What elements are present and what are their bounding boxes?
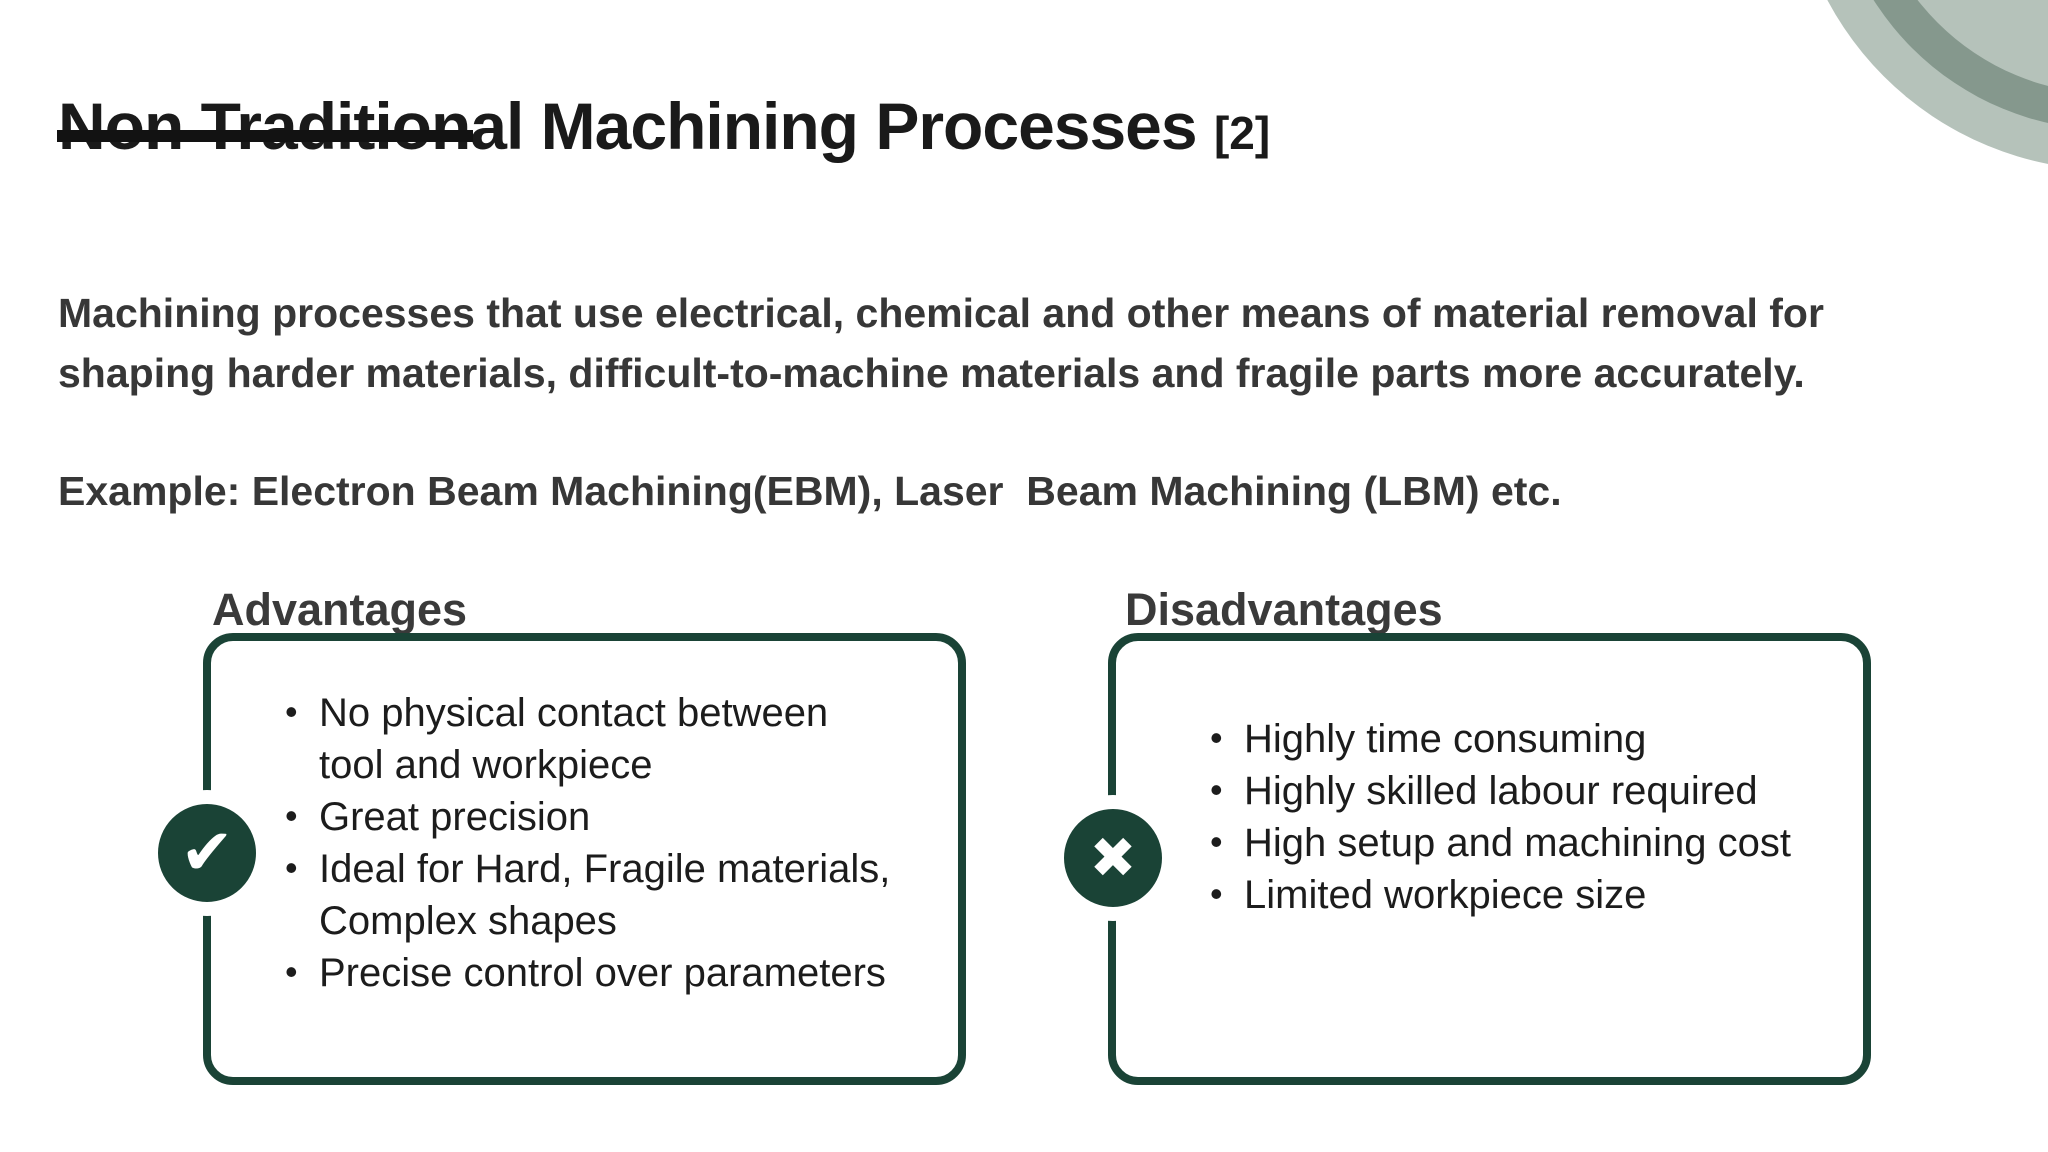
list-item: Great precision bbox=[283, 790, 928, 843]
page-title: Non Traditional Machining Processes [2] bbox=[58, 80, 1270, 179]
list-item: Limited workpiece size bbox=[1208, 868, 1833, 921]
disadvantages-list: Highly time consuming Highly skilled lab… bbox=[1116, 641, 1863, 921]
list-item: No physical contact between tool and wor… bbox=[283, 686, 928, 791]
list-item: Highly time consuming bbox=[1208, 712, 1833, 765]
advantages-box: No physical contact between tool and wor… bbox=[203, 633, 966, 1085]
page-title-reference: [2] bbox=[1213, 107, 1271, 160]
list-item: High setup and machining cost bbox=[1208, 816, 1833, 869]
list-item: Highly skilled labour required bbox=[1208, 764, 1833, 817]
check-icon: ✔ bbox=[144, 790, 270, 916]
title-underline bbox=[57, 130, 473, 142]
page-title-text: Non Traditional Machining Processes bbox=[58, 89, 1198, 164]
cross-icon: ✖ bbox=[1050, 795, 1176, 921]
example-line: Example: Electron Beam Machining(EBM), L… bbox=[58, 468, 1562, 514]
disadvantages-box: Highly time consuming Highly skilled lab… bbox=[1108, 633, 1871, 1085]
intro-paragraph: Machining processes that use electrical,… bbox=[58, 290, 1824, 396]
advantages-heading: Advantages bbox=[212, 584, 468, 635]
list-item: Ideal for Hard, Fragile materials, Compl… bbox=[283, 842, 928, 947]
advantages-list: No physical contact between tool and wor… bbox=[211, 641, 958, 999]
list-item: Precise control over parameters bbox=[283, 946, 928, 999]
disadvantages-heading: Disadvantages bbox=[1125, 584, 1443, 635]
